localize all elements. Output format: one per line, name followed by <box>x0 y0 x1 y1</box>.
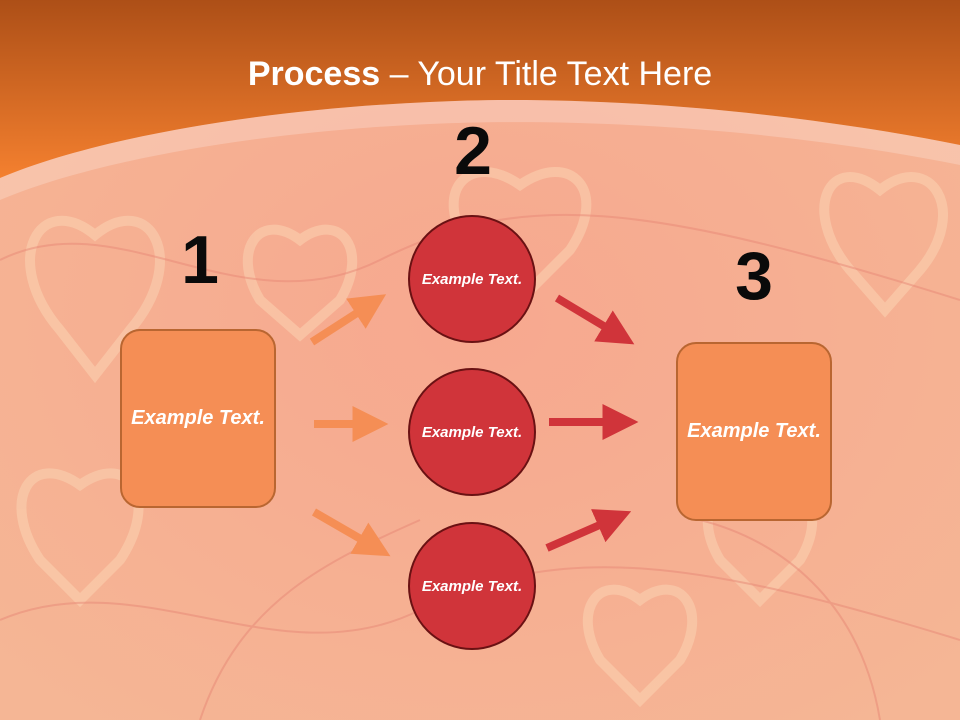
title-rest: – Your Title Text Here <box>380 55 713 93</box>
output-box: Example Text. <box>676 342 832 521</box>
process-circle-2: Example Text. <box>408 368 536 496</box>
process-circle-1: Example Text. <box>408 215 536 343</box>
circle-3-text: Example Text. <box>421 577 523 595</box>
arrow-from-circle-1 <box>554 294 635 345</box>
input-box-text: Example Text. <box>131 407 265 429</box>
slide-title: Process – Your Title Text Here <box>0 52 960 96</box>
step-number-3: 3 <box>735 238 773 314</box>
circle-2-text: Example Text. <box>421 423 523 441</box>
title-bold: Process <box>247 55 381 93</box>
arrow-to-circle-3 <box>311 508 391 557</box>
circle-1-text: Example Text. <box>421 270 523 288</box>
arrow-from-circle-3 <box>545 509 632 552</box>
input-box: Example Text. <box>120 329 276 508</box>
step-number-2: 2 <box>454 113 492 189</box>
process-circle-3: Example Text. <box>408 522 536 650</box>
arrow-to-circle-1 <box>309 294 387 346</box>
output-box-text: Example Text. <box>687 420 821 442</box>
step-number-1: 1 <box>181 222 219 298</box>
